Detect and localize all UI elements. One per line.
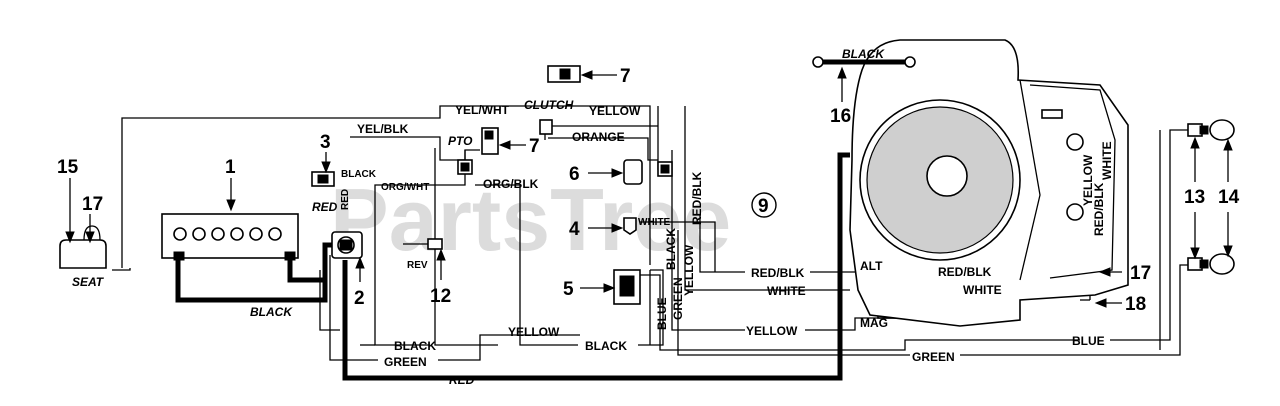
- pto-switch: [457, 159, 473, 175]
- label-red-battery: RED: [312, 200, 338, 214]
- label-red-blk-engine-v: RED/BLK: [1092, 182, 1106, 236]
- label-blue-vert: BLUE: [655, 297, 669, 330]
- label-pto: PTO: [448, 134, 473, 148]
- battery: [161, 213, 299, 261]
- thick-cables: [175, 152, 850, 381]
- label-green-vert: GREEN: [671, 277, 685, 320]
- label-org-wht: ORG/WHT: [381, 182, 429, 193]
- callout-17a: 17: [82, 194, 103, 215]
- label-red-blk-vert: RED/BLK: [690, 171, 704, 225]
- label-rev: REV: [407, 260, 428, 271]
- label-mag: MAG: [860, 316, 888, 330]
- label-yel-wht: YEL/WHT: [455, 103, 510, 117]
- ground-cable: [812, 56, 916, 68]
- callout-14: 14: [1218, 187, 1240, 208]
- callout-16: 16: [830, 106, 851, 127]
- label-green-bottom: GREEN: [384, 355, 427, 369]
- label-black-solenoid: BLACK: [341, 169, 377, 180]
- label-orange: ORANGE: [572, 130, 625, 144]
- seat-switch: [59, 225, 107, 269]
- label-black-top: BLACK: [842, 47, 885, 61]
- watermark: PartsTree: [330, 170, 731, 269]
- label-clutch: CLUTCH: [524, 98, 574, 112]
- callout-2: 2: [354, 288, 365, 309]
- callout-17b: 17: [1130, 263, 1151, 284]
- callout-7a: 7: [620, 66, 631, 87]
- label-red-vertical: RED: [340, 189, 351, 210]
- callout-arrows: [65, 66, 1233, 308]
- callout-13: 13: [1184, 187, 1205, 208]
- module-5: [613, 269, 641, 305]
- label-yel-blk: YEL/BLK: [357, 122, 409, 136]
- label-red-bottom: RED: [449, 373, 475, 387]
- connector-7-top: [547, 65, 581, 83]
- label-white-alt: WHITE: [767, 284, 806, 298]
- callout-5: 5: [563, 279, 574, 300]
- label-white-small: WHITE: [638, 217, 671, 228]
- callout-1: 1: [225, 157, 236, 178]
- fuse-holder: [311, 171, 335, 187]
- callout-15: 15: [57, 157, 79, 178]
- reverse-switch: [427, 238, 443, 250]
- label-black-vert: BLACK: [664, 228, 678, 270]
- plug-4: [623, 217, 637, 235]
- headlights: [1187, 119, 1235, 275]
- callout-9: 9: [758, 196, 769, 217]
- engine: [849, 39, 1129, 327]
- connector-7-lower: [481, 127, 499, 155]
- label-yellow-engine: YELLOW: [1081, 154, 1095, 206]
- callout-9-badge: 9: [751, 192, 777, 218]
- label-yellow-bottom2: YELLOW: [746, 324, 798, 338]
- label-alt: ALT: [860, 259, 883, 273]
- label-red-blk-engine: RED/BLK: [938, 265, 992, 279]
- callout-3: 3: [320, 132, 331, 153]
- clutch-connector: [539, 119, 553, 135]
- callout-6: 6: [569, 164, 580, 185]
- ignition-switch: [623, 159, 673, 185]
- label-yellow-top: YELLOW: [589, 104, 641, 118]
- label-yellow-vert: YELLOW: [682, 244, 696, 296]
- callout-18: 18: [1125, 294, 1146, 315]
- callout-7b: 7: [529, 136, 540, 157]
- label-white-engine-v: WHITE: [1100, 141, 1114, 180]
- label-green-bottom2: GREEN: [912, 350, 955, 364]
- label-seat: SEAT: [72, 275, 105, 289]
- label-black-bottom: BLACK: [394, 339, 436, 353]
- callout-12: 12: [430, 286, 451, 307]
- solenoid: [331, 231, 363, 259]
- label-blue-bottom: BLUE: [1072, 334, 1105, 348]
- label-black-bottom2: BLACK: [585, 339, 627, 353]
- label-yellow-bottom: YELLOW: [508, 325, 560, 339]
- callout-4: 4: [569, 219, 580, 240]
- label-org-blk: ORG/BLK: [483, 177, 539, 191]
- label-black-battery: BLACK: [250, 305, 293, 319]
- label-red-blk-alt: RED/BLK: [751, 266, 805, 280]
- label-white-engine: WHITE: [963, 283, 1002, 297]
